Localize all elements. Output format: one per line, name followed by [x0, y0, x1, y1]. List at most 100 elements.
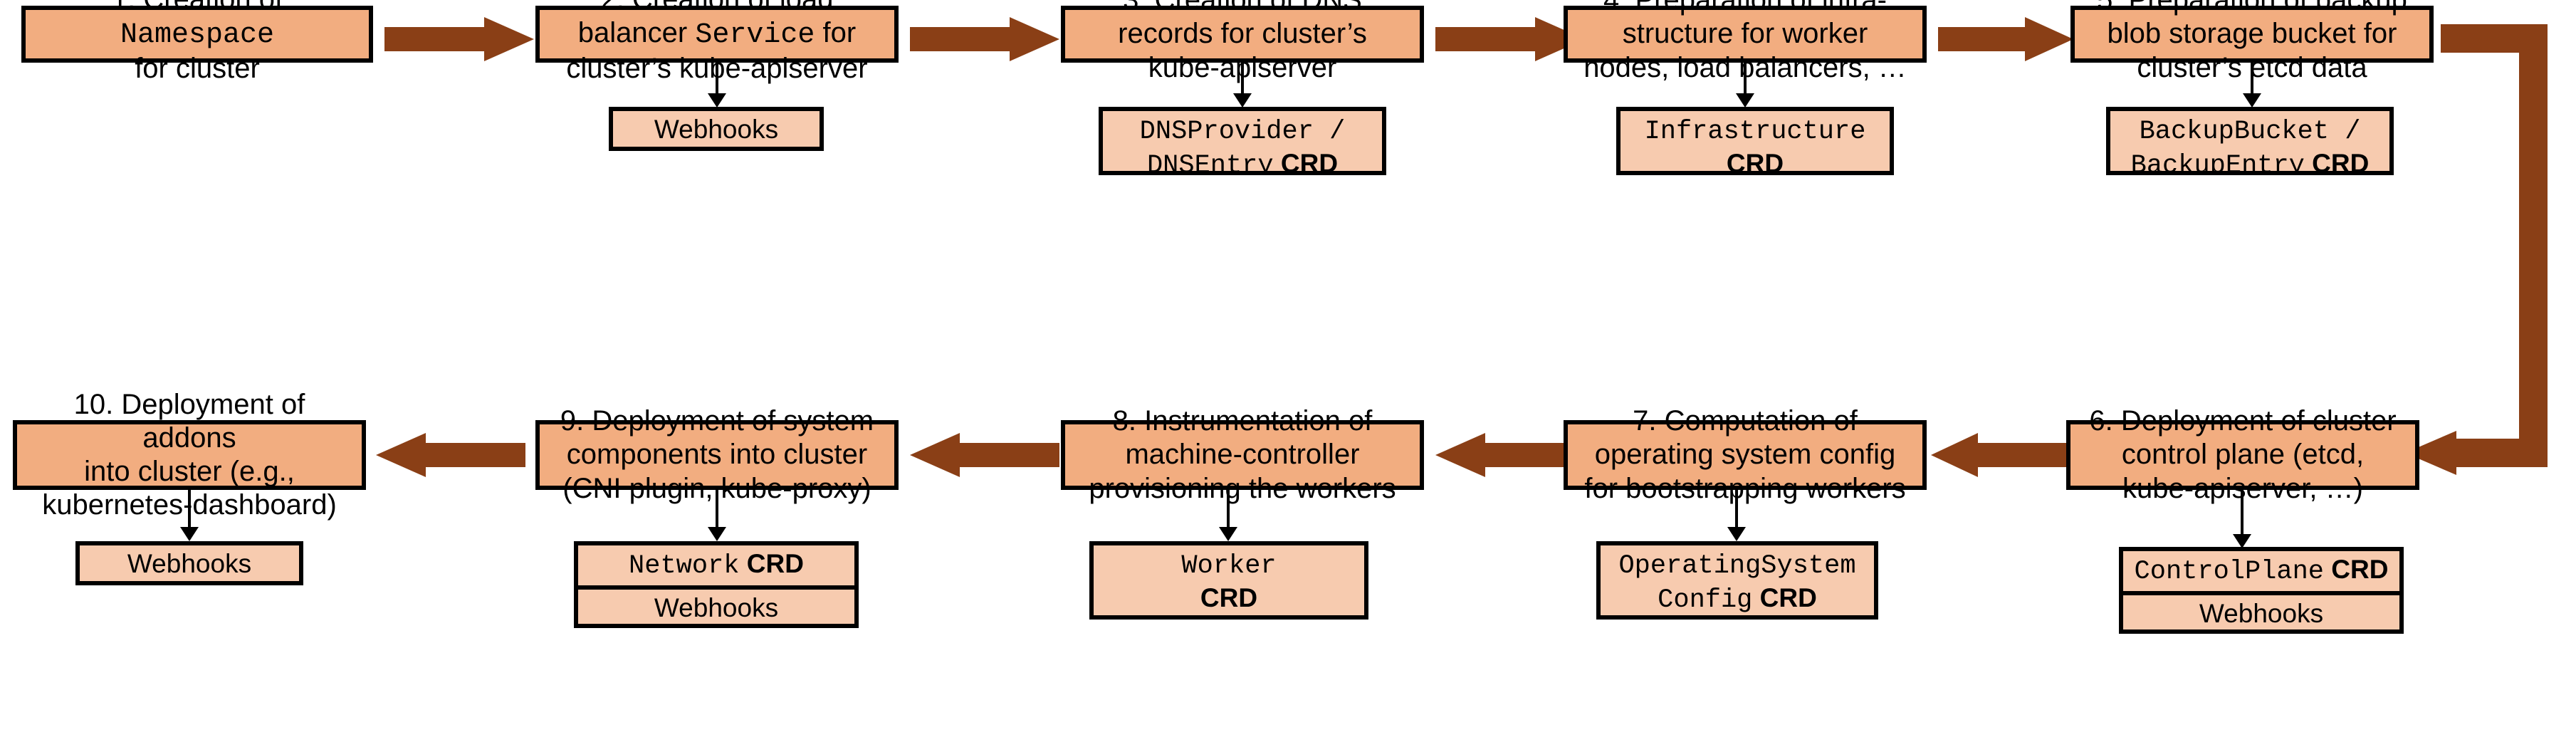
step-2-box[interactable]: 2. Creation of load balancer Service for…	[535, 0, 899, 84]
step-3-sub-box[interactable]: DNSProvider / DNSEntry CRD	[1099, 107, 1386, 175]
step-3-box[interactable]: 3. Creation of DNS records for cluster’s…	[1061, 0, 1424, 83]
step-2-sub-box[interactable]: Webhooks	[609, 107, 824, 151]
step-7-line-3: for bootstrapping workers	[1584, 472, 1906, 504]
step-6-crd-suffix: CRD	[2324, 555, 2389, 584]
step-7-connector-line	[1735, 490, 1738, 533]
step-8-sub-box[interactable]: Worker CRD	[1089, 541, 1368, 620]
step-1-label: 1. Creation of Namespace for cluster	[33, 0, 362, 85]
step-9-sub-box[interactable]: Network CRD Webhooks	[574, 541, 859, 628]
step-5-sub-crd: BackupBucket / BackupEntry CRD	[2110, 111, 2389, 175]
step-6-line-1: 6. Deployment of cluster	[2089, 405, 2397, 437]
step-5-line-2: blob storage bucket for	[2107, 18, 2397, 50]
step-5-box[interactable]: 5. Preparation of backup blob storage bu…	[2070, 0, 2434, 83]
step-10-sub-webhooks: Webhooks	[127, 549, 252, 578]
step-10-line-2: into cluster (e.g.,	[84, 456, 295, 487]
step-9-connector-line	[716, 490, 718, 533]
flow-arrow-4-to-5	[1938, 17, 2073, 61]
step-3-connector-line	[1241, 63, 1244, 98]
flow-elbow-vertical	[2519, 24, 2548, 467]
step-4-crd-suffix: CRD	[1726, 148, 1784, 175]
step-8-sub-crd: Worker CRD	[1094, 545, 1364, 615]
step-1-box[interactable]: 1. Creation of Namespace for cluster	[21, 0, 373, 84]
step-9-mono-network: Network	[629, 551, 740, 581]
step-9-line-1: 9. Deployment of system	[560, 405, 874, 437]
step-7-mono-operatingsystem: OperatingSystem	[1618, 551, 1856, 581]
step-5-crd-suffix: CRD	[2304, 148, 2370, 175]
step-9-crd-suffix: CRD	[739, 549, 804, 578]
step-6-sub-webhooks: Webhooks	[2123, 590, 2399, 629]
flow-arrow-6-to-7	[1931, 433, 2066, 477]
step-7-sub-box[interactable]: OperatingSystem Config CRD	[1596, 541, 1878, 620]
flow-arrow-7-to-8	[1435, 433, 1585, 477]
step-4-sub-box[interactable]: Infrastructure CRD	[1616, 107, 1894, 175]
step-7-box[interactable]: 7. Computation of operating system confi…	[1564, 405, 1927, 504]
step-6-connector-arrowhead	[2233, 534, 2251, 548]
step-9-sub-crd: Network CRD	[578, 545, 854, 585]
step-9-label: 9. Deployment of system components into …	[547, 404, 887, 506]
step-7-line-2: operating system config	[1594, 439, 1896, 471]
step-3-line-2: records for cluster’s	[1118, 18, 1367, 50]
step-4-label: 4. Preparation of infra- structure for w…	[1575, 0, 1915, 85]
flow-arrow-2-to-3	[910, 17, 1059, 61]
step-10-sub-box[interactable]: Webhooks	[75, 541, 303, 585]
step-3-line-1: 3. Creation of DNS	[1123, 0, 1362, 16]
flow-arrow-9-to-10	[376, 433, 525, 477]
step-3-mono-dnsentry: DNSEntry	[1146, 150, 1274, 175]
step-4-connector-line	[1744, 63, 1747, 98]
step-4-mono-infrastructure: Infrastructure	[1644, 117, 1866, 147]
step-5-connector-arrowhead	[2243, 93, 2261, 108]
step-7-line-1: 7. Computation of	[1633, 405, 1858, 437]
step-10-connector-line	[188, 490, 191, 533]
step-3-mono-dnsprovider: DNSProvider /	[1139, 117, 1346, 147]
step-6-box[interactable]: 6. Deployment of cluster control plane (…	[2066, 405, 2419, 504]
step-8-line-2: machine-controller	[1125, 439, 1360, 471]
step-8-connector-arrowhead	[1219, 527, 1237, 541]
step-10-line-1: 10. Deployment of addons	[73, 388, 305, 454]
step-3-sub-crd: DNSProvider / DNSEntry CRD	[1103, 111, 1382, 175]
step-2-mono-service: Service	[695, 19, 815, 51]
step-9-connector-arrowhead	[708, 527, 726, 541]
step-5-mono-backupbucket: BackupBucket /	[2139, 117, 2361, 147]
step-9-line-2: components into cluster	[566, 439, 868, 471]
step-8-crd-suffix: CRD	[1200, 582, 1258, 612]
step-6-sub-crd: ControlPlane CRD	[2123, 551, 2399, 591]
step-2-line-2-pre: balancer	[577, 16, 696, 48]
step-4-box[interactable]: 4. Preparation of infra- structure for w…	[1564, 0, 1927, 83]
flow-arrow-5-to-6-head	[2405, 431, 2469, 475]
step-6-mono-controlplane: ControlPlane	[2134, 557, 2324, 587]
step-2-connector-arrowhead	[708, 93, 726, 108]
step-10-box[interactable]: 10. Deployment of addons into cluster (e…	[13, 389, 366, 521]
step-6-line-2: control plane (etcd,	[2121, 439, 2365, 471]
step-5-connector-line	[2251, 63, 2253, 98]
step-6-sub-box[interactable]: ControlPlane CRD Webhooks	[2119, 547, 2404, 634]
step-8-line-1: 8. Instrumentation of	[1112, 405, 1373, 437]
step-7-connector-arrowhead	[1727, 527, 1746, 541]
step-3-connector-arrowhead	[1233, 93, 1252, 108]
step-1-mono-namespace: Namespace	[120, 19, 275, 51]
step-7-sub-crd: OperatingSystem Config CRD	[1601, 545, 1874, 615]
step-6-connector-line	[2241, 490, 2243, 540]
step-8-mono-worker: Worker	[1181, 551, 1277, 581]
step-8-connector-line	[1227, 490, 1230, 533]
step-8-label: 8. Instrumentation of machine-controller…	[1072, 404, 1413, 506]
step-6-label: 6. Deployment of cluster control plane (…	[2078, 404, 2408, 506]
flow-elbow-horizontal-bottom	[2456, 439, 2548, 467]
step-5-sub-box[interactable]: BackupBucket / BackupEntry CRD	[2106, 107, 2394, 175]
step-3-crd-suffix: CRD	[1273, 148, 1339, 175]
step-2-line-1: 2. Creation of load	[601, 0, 834, 15]
step-9-box[interactable]: 9. Deployment of system components into …	[535, 405, 899, 504]
step-10-connector-arrowhead	[180, 527, 199, 541]
step-7-crd-suffix: CRD	[1752, 582, 1817, 612]
step-5-line-1: 5. Preparation of backup	[2097, 0, 2407, 16]
step-8-line-3: provisioning the workers	[1089, 472, 1396, 504]
flow-arrow-1-to-2	[384, 17, 534, 61]
step-2-connector-line	[716, 63, 718, 98]
flow-arrow-3-to-4	[1435, 17, 1585, 61]
step-5-mono-backupentry: BackupEntry	[2130, 150, 2305, 175]
flow-arrow-8-to-9	[910, 433, 1059, 477]
step-1-line-1: 1. Creation of	[112, 0, 283, 15]
step-8-box[interactable]: 8. Instrumentation of machine-controller…	[1061, 405, 1424, 504]
step-7-label: 7. Computation of operating system confi…	[1575, 404, 1915, 506]
step-4-connector-arrowhead	[1736, 93, 1754, 108]
